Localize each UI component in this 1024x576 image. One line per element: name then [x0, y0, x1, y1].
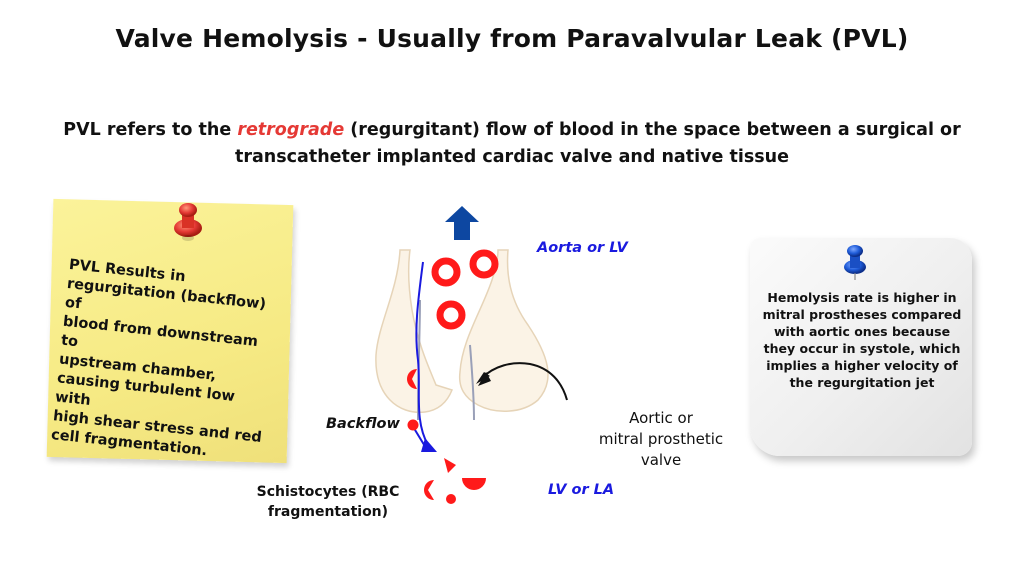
rbc-fragment [407, 419, 419, 431]
retrograde-highlight: retrograde [237, 120, 345, 140]
schistocytes-label: Schistocytes (RBC fragmentation) [256, 484, 400, 520]
rbc-intact [431, 257, 461, 287]
forward-flow-arrow-icon [445, 206, 479, 240]
blue-pushpin-icon [844, 245, 866, 280]
aorta-label: Aorta or LV [537, 240, 628, 256]
valve-left-wall [375, 249, 453, 413]
backflow-arrowhead-icon [421, 438, 437, 452]
definition-text: PVL refers to the retrograde (regurgitan… [60, 117, 964, 171]
rbc-intact [469, 249, 499, 279]
valve-label: Aortic or mitral prosthetic valve [598, 409, 724, 469]
page-title: Valve Hemolysis - Usually from Paravalvu… [115, 24, 909, 53]
backflow-label: Backflow [326, 416, 400, 432]
valve-right-wall [458, 249, 549, 412]
valve-pointer-arrow [481, 362, 568, 401]
arrowhead-icon [478, 372, 491, 386]
definition-part1: PVL refers to the [63, 120, 238, 140]
prosthesis-strut-right [469, 344, 475, 421]
rbc-intact [436, 300, 466, 330]
paper-note [750, 238, 972, 456]
schistocyte [446, 494, 456, 504]
schistocyte [424, 480, 434, 500]
schistocyte [444, 458, 456, 473]
rbc-fragment [407, 369, 417, 389]
backflow-path [415, 261, 429, 446]
red-pushpin-icon [174, 203, 202, 241]
schistocyte [462, 478, 486, 490]
lv-label: LV or LA [548, 482, 615, 498]
hemolysis-rate-text: Hemolysis rate is higher in mitral prost… [762, 290, 962, 390]
definition-part2: (regurgitant) flow of blood in the space… [234, 120, 961, 167]
